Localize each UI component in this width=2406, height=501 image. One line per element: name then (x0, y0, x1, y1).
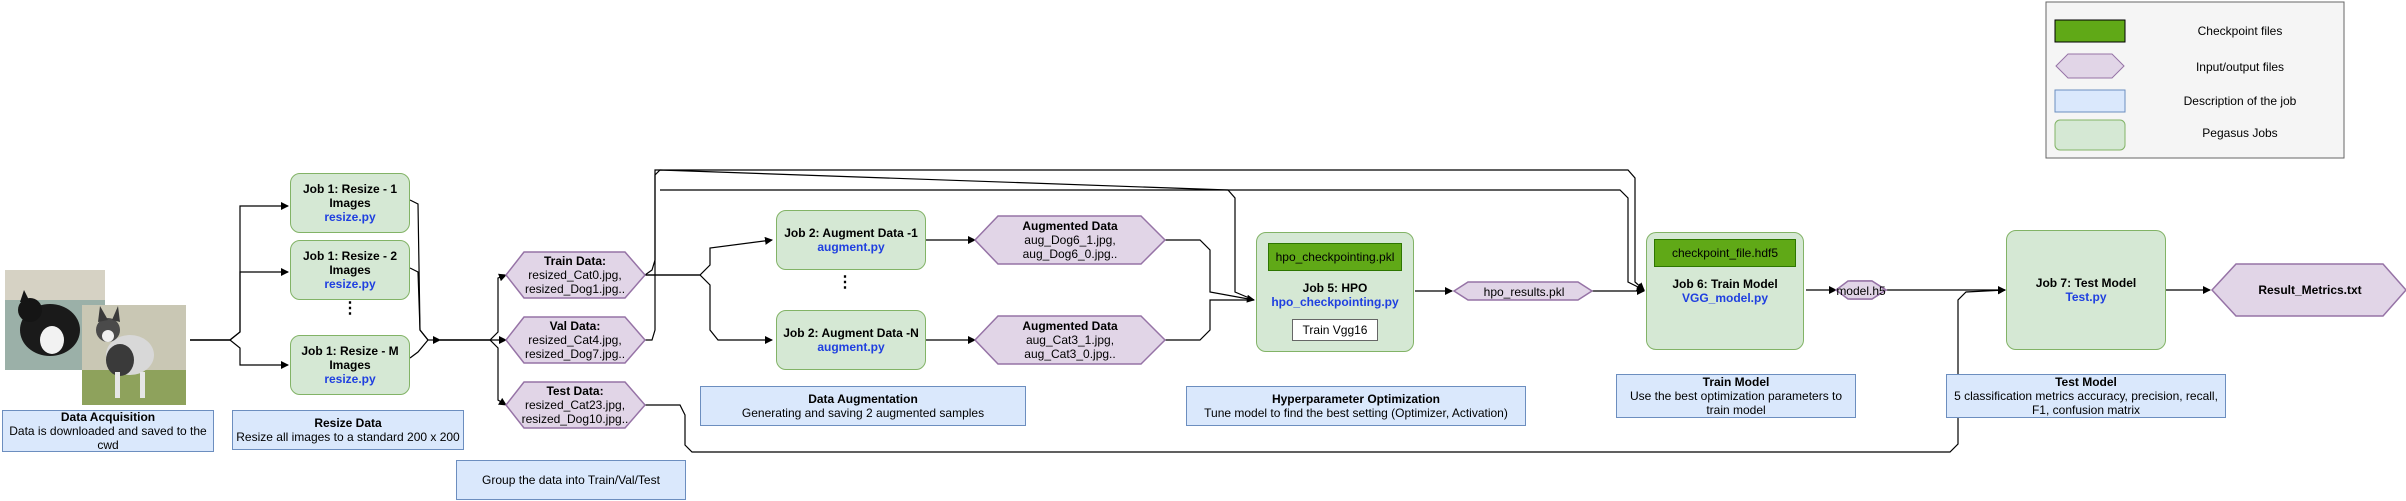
train-data-file-1: resized_Cat0.jpg, (528, 268, 622, 282)
hpo-desc: Hyperparameter Optimization Tune model t… (1186, 386, 1526, 426)
test-model-job[interactable]: Job 7: Test Model Test.py (2006, 230, 2166, 350)
train-data-shape (505, 251, 646, 299)
resize-job-m-script: resize.py (324, 372, 376, 386)
resize-job-2-script: resize.py (324, 277, 376, 291)
acquisition-desc: Data Acquisition Data is downloaded and … (2, 410, 214, 452)
resize-job-m-title: Job 1: Resize - M Images (301, 344, 399, 372)
resize-job-2[interactable]: Job 1: Resize - 2 Images resize.py (290, 240, 410, 300)
val-data-title: Val Data: (549, 319, 601, 333)
augment-desc: Data Augmentation Generating and saving … (700, 386, 1026, 426)
augment-ellipsis: ⋮ (837, 274, 853, 291)
legend-io-label: Input/output files (2195, 60, 2285, 74)
dog-photo (82, 305, 186, 405)
resize-job-m[interactable]: Job 1: Resize - M Images resize.py (290, 335, 410, 395)
test-data[interactable]: Test Data: resized_Cat23.jpg, resized_Do… (512, 382, 638, 428)
hpo-job[interactable]: hpo_checkpointing.pkl Job 5: HPO hpo_che… (1256, 232, 1414, 352)
test-data-file-1: resized_Cat23.jpg, (524, 398, 626, 412)
augmented-data-2[interactable]: Augmented Data aug_Cat3_1.jpg, aug_Cat3_… (990, 316, 1150, 364)
cat-photo (5, 270, 105, 370)
result-metrics-label: Result_Metrics.txt (2258, 283, 2362, 297)
train-model-job[interactable]: checkpoint_file.hdf5 Job 6: Train Model … (1646, 232, 1804, 350)
legend-checkpoint-swatch (2054, 19, 2126, 43)
augment-job-1-script: augment.py (817, 240, 885, 254)
legend-desc-label: Description of the job (2183, 94, 2297, 108)
augment-job-n-title: Job 2: Augment Data -N (783, 326, 919, 340)
train-job-script: VGG_model.py (1681, 291, 1769, 305)
augment-job-1-title: Job 2: Augment Data -1 (784, 226, 918, 240)
augment-job-n[interactable]: Job 2: Augment Data -N augment.py (776, 310, 926, 370)
resize-job-1-title: Job 1: Resize - 1 Images (302, 182, 398, 210)
augment-job-n-script: augment.py (817, 340, 885, 354)
train-data-file-2: resized_Dog1.jpg.. (524, 282, 626, 296)
val-data-file-2: resized_Dog7.jpg.. (524, 347, 626, 361)
val-data-shape (505, 316, 646, 364)
hpo-results[interactable]: hpo_results.pkl (1483, 284, 1565, 299)
resize-desc: Resize Data Resize all images to a stand… (232, 410, 464, 450)
augment-desc-title: Data Augmentation (808, 392, 918, 406)
train-job-title: Job 6: Train Model (1672, 277, 1778, 291)
train-data[interactable]: Train Data: resized_Cat0.jpg, resized_Do… (512, 252, 638, 298)
hpo-job-script: hpo_checkpointing.py (1271, 295, 1399, 309)
resize-desc-text: Resize all images to a standard 200 x 20… (236, 430, 460, 444)
train-desc: Train Model Use the best optimization pa… (1616, 374, 1856, 418)
hpo-job-title: Job 5: HPO (1302, 281, 1368, 295)
test-desc-title: Test Model (2055, 375, 2117, 389)
train-checkpoint-file: checkpoint_file.hdf5 (1654, 239, 1796, 267)
test-job-script: Test.py (2065, 290, 2107, 304)
val-data-file-1: resized_Cat4.jpg, (528, 333, 622, 347)
legend-job-swatch (2054, 119, 2126, 151)
augmented-data-1-title: Augmented Data (1022, 219, 1118, 233)
acquisition-title: Data Acquisition (60, 410, 156, 424)
legend-io-swatch (2055, 53, 2125, 79)
augmented-2-shape (973, 315, 1167, 365)
hpo-checkpoint-file: hpo_checkpointing.pkl (1268, 243, 1402, 271)
model-h5-wide-shape (1834, 280, 1888, 300)
result-metrics[interactable]: Result_Metrics.txt (2230, 264, 2390, 316)
connectors (190, 169, 2211, 453)
result-metrics-shape (2210, 263, 2406, 317)
model-h5[interactable]: model.h5 (1836, 283, 1886, 298)
io-shapes (505, 215, 2406, 429)
augmented-data-2-file-1: aug_Cat3_1.jpg, (1025, 333, 1115, 347)
test-desc-text: 5 classification metrics accuracy, preci… (1954, 389, 2218, 417)
train-desc-text: Use the best optimization parameters to … (1629, 389, 1843, 417)
resize-job-2-title: Job 1: Resize - 2 Images (302, 249, 398, 277)
test-job-title: Job 7: Test Model (2035, 276, 2137, 290)
acquisition-text: Data is downloaded and saved to the cwd (9, 424, 207, 452)
legend-jobs-label: Pegasus Jobs (2202, 126, 2278, 140)
hpo-results-shape (1452, 281, 1594, 301)
train-data-title: Train Data: (543, 254, 606, 268)
test-data-shape (505, 381, 646, 429)
augmented-data-2-title: Augmented Data (1022, 319, 1118, 333)
augmented-data-1-file-1: aug_Dog6_1.jpg, (1024, 233, 1116, 247)
resize-desc-title: Resize Data (314, 416, 382, 430)
legend-desc-swatch (2054, 89, 2126, 113)
legend-checkpoint-label: Checkpoint files (2197, 24, 2283, 38)
train-vgg16-step: Train Vgg16 (1292, 319, 1378, 341)
augmented-data-1-file-2: aug_Dog6_0.jpg.. (1022, 247, 1118, 261)
augmented-1-shape (973, 215, 1167, 265)
resize-job-1[interactable]: Job 1: Resize - 1 Images resize.py (290, 173, 410, 233)
augmented-data-1[interactable]: Augmented Data aug_Dog6_1.jpg, aug_Dog6_… (990, 216, 1150, 264)
test-data-title: Test Data: (546, 384, 604, 398)
resize-job-1-script: resize.py (324, 210, 376, 224)
resize-ellipsis: ⋮ (342, 300, 358, 317)
hpo-desc-title: Hyperparameter Optimization (1271, 392, 1441, 406)
hpo-desc-text: Tune model to find the best setting (Opt… (1204, 406, 1508, 420)
val-data[interactable]: Val Data: resized_Cat4.jpg, resized_Dog7… (512, 317, 638, 363)
test-data-file-2: resized_Dog10.jpg.. (521, 412, 629, 426)
test-desc: Test Model 5 classification metrics accu… (1946, 374, 2226, 418)
train-desc-title: Train Model (1702, 375, 1770, 389)
augment-job-1[interactable]: Job 2: Augment Data -1 augment.py (776, 210, 926, 270)
augment-desc-text: Generating and saving 2 augmented sample… (741, 406, 985, 420)
augmented-data-2-file-2: aug_Cat3_0.jpg.. (1024, 347, 1116, 361)
split-desc: Group the data into Train/Val/Test (456, 460, 686, 500)
